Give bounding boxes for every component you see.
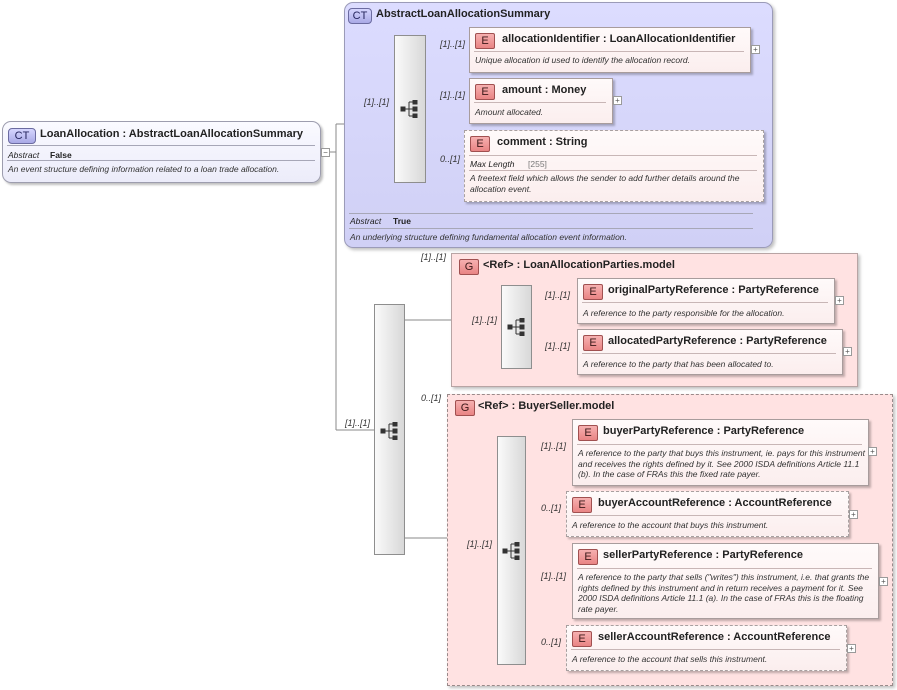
element-allocation-identifier[interactable]: E allocationIdentifier : LoanAllocationI… xyxy=(469,27,751,73)
element-seller-account-reference[interactable]: E sellerAccountReference : AccountRefere… xyxy=(566,625,847,671)
divider xyxy=(582,302,828,303)
element-description: A freetext field which allows the sender… xyxy=(470,173,740,194)
divider xyxy=(469,155,757,156)
cardinality-label: [1]..[1] xyxy=(345,418,371,428)
element-description: Amount allocated. xyxy=(475,107,544,117)
sequence-compositor-icon xyxy=(380,422,398,440)
element-title: buyerAccountReference : AccountReference xyxy=(598,497,832,509)
element-description: A reference to the party responsible for… xyxy=(583,308,785,318)
element-title: originalPartyReference : PartyReference xyxy=(608,284,819,296)
abstract-value: True xyxy=(393,216,411,226)
root-type-title: LoanAllocation : AbstractLoanAllocationS… xyxy=(40,128,304,140)
element-title: amount : Money xyxy=(502,84,587,96)
element-description: A reference to the party that has been a… xyxy=(583,359,774,369)
divider xyxy=(474,51,744,52)
element-badge-icon: E xyxy=(475,84,495,100)
cardinality-label: 0..[1] xyxy=(541,637,562,647)
expand-plus-icon[interactable]: + xyxy=(751,45,760,54)
abstract-value: False xyxy=(50,150,72,160)
expand-plus-icon[interactable]: + xyxy=(879,577,888,586)
element-title: sellerAccountReference : AccountReferenc… xyxy=(598,631,831,643)
element-badge-icon: E xyxy=(578,549,598,565)
sequence-compositor[interactable] xyxy=(501,285,532,369)
divider xyxy=(571,515,842,516)
divider xyxy=(349,228,753,229)
element-title: sellerPartyReference : PartyReference xyxy=(603,549,803,561)
divider xyxy=(582,353,836,354)
element-description: A reference to the account that buys thi… xyxy=(572,520,769,530)
complex-type-badge-icon: CT xyxy=(348,8,372,24)
cardinality-label: [1]..[1] xyxy=(472,315,498,325)
element-description: A reference to the party that buys this … xyxy=(578,448,865,479)
element-badge-icon: E xyxy=(572,497,592,513)
root-description: An event structure defining information … xyxy=(8,164,280,174)
element-buyer-party-reference[interactable]: E buyerPartyReference : PartyReference A… xyxy=(572,419,869,486)
facet-label: Max Length xyxy=(470,159,515,169)
cardinality-label: [1]..[1] xyxy=(467,539,493,549)
facet-value: [255] xyxy=(528,159,547,169)
group-badge-icon: G xyxy=(459,259,479,275)
divider xyxy=(577,568,872,569)
element-badge-icon: E xyxy=(572,631,592,647)
cardinality-label: [1]..[1] xyxy=(364,97,390,107)
divider xyxy=(469,170,757,171)
group-badge-icon: G xyxy=(455,400,475,416)
expand-plus-icon[interactable]: − xyxy=(321,148,330,157)
element-badge-icon: E xyxy=(578,425,598,441)
group-title: <Ref> : LoanAllocationParties.model xyxy=(483,259,675,271)
element-badge-icon: E xyxy=(583,335,603,351)
cardinality-label: 0..[1] xyxy=(541,503,562,513)
sequence-compositor[interactable] xyxy=(374,304,405,555)
element-title: buyerPartyReference : PartyReference xyxy=(603,425,805,437)
sequence-compositor-icon xyxy=(507,318,525,336)
summary-description: An underlying structure defining fundame… xyxy=(350,232,627,242)
element-title: allocationIdentifier : LoanAllocationIde… xyxy=(502,33,736,45)
expand-plus-icon[interactable]: + xyxy=(835,296,844,305)
element-comment[interactable]: E comment : String Max Length [255] A fr… xyxy=(464,130,764,202)
expand-plus-icon[interactable]: + xyxy=(868,447,877,456)
loan-allocation-complex-type[interactable]: CT LoanAllocation : AbstractLoanAllocati… xyxy=(2,121,321,183)
sequence-compositor-icon xyxy=(502,542,520,560)
element-seller-party-reference[interactable]: E sellerPartyReference : PartyReference … xyxy=(572,543,879,619)
expand-plus-icon[interactable]: + xyxy=(843,347,852,356)
element-title: comment : String xyxy=(497,136,588,148)
cardinality-label: [1]..[1] xyxy=(545,290,571,300)
sequence-compositor[interactable] xyxy=(497,436,526,665)
divider xyxy=(577,444,862,445)
expand-plus-icon[interactable]: + xyxy=(849,510,858,519)
element-amount[interactable]: E amount : Money Amount allocated. xyxy=(469,78,613,124)
cardinality-label: [1]..[1] xyxy=(541,571,567,581)
element-description: A reference to the party that sells ("wr… xyxy=(578,572,870,614)
complex-type-badge-icon: CT xyxy=(8,128,36,144)
divider xyxy=(474,102,606,103)
element-description: Unique allocation id used to identify th… xyxy=(475,55,690,65)
divider xyxy=(571,649,840,650)
cardinality-label: [1]..[1] xyxy=(440,39,466,49)
expand-plus-icon[interactable]: + xyxy=(613,96,622,105)
expand-plus-icon[interactable]: + xyxy=(847,644,856,653)
divider xyxy=(7,160,315,161)
element-badge-icon: E xyxy=(470,136,490,152)
sequence-compositor[interactable] xyxy=(394,35,426,183)
element-allocated-party-reference[interactable]: E allocatedPartyReference : PartyReferen… xyxy=(577,329,843,375)
element-buyer-account-reference[interactable]: E buyerAccountReference : AccountReferen… xyxy=(566,491,849,537)
group-title: <Ref> : BuyerSeller.model xyxy=(478,400,615,412)
element-original-party-reference[interactable]: E originalPartyReference : PartyReferenc… xyxy=(577,278,835,324)
divider xyxy=(7,145,315,146)
element-badge-icon: E xyxy=(475,33,495,49)
cardinality-label: [1]..[1] xyxy=(421,252,447,262)
summary-title: AbstractLoanAllocationSummary xyxy=(376,8,551,20)
cardinality-label: 0..[1] xyxy=(440,154,461,164)
element-description: A reference to the account that sells th… xyxy=(572,654,768,664)
divider xyxy=(349,213,753,214)
cardinality-label: [1]..[1] xyxy=(545,341,571,351)
sequence-compositor-icon xyxy=(400,100,418,118)
abstract-label: Abstract xyxy=(350,216,382,226)
element-badge-icon: E xyxy=(583,284,603,300)
cardinality-label: 0..[1] xyxy=(421,393,442,403)
element-title: allocatedPartyReference : PartyReference xyxy=(608,335,827,347)
abstract-label: Abstract xyxy=(8,150,40,160)
cardinality-label: [1]..[1] xyxy=(541,441,567,451)
cardinality-label: [1]..[1] xyxy=(440,90,466,100)
